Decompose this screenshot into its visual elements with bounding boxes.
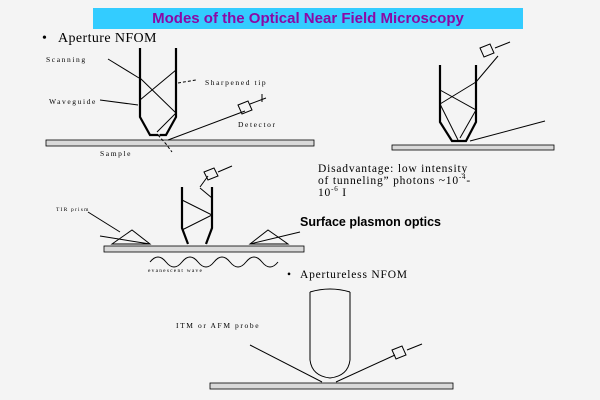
tir-prism-right (248, 229, 290, 245)
heading-apertureless-nfom: Apertureless NFOM (300, 269, 408, 281)
outgoing-ray-plasmon (249, 231, 301, 245)
detector-box-apertureless (391, 345, 407, 360)
incident-ray-apertureless (249, 344, 323, 383)
incident-ray-right (469, 120, 546, 142)
tir-prism-left (110, 229, 152, 245)
detector-box-right (479, 43, 495, 58)
scattered-ray-apertureless (335, 354, 396, 383)
sample-plate (45, 139, 315, 147)
prism-pointer (87, 211, 121, 233)
detector-arm-plasmon (217, 165, 233, 173)
outgoing-ray-right (475, 55, 499, 83)
disadvantage-line-3-suffix: I (338, 187, 347, 199)
probe-plasmon-left-wall (180, 187, 190, 245)
disadvantage-line-3-text: 10 (318, 187, 332, 199)
label-scanning: Scanning (46, 55, 87, 64)
label-sample: Sample (100, 149, 133, 158)
detector-arm-apertureless (406, 343, 423, 351)
plasmon-diagram (87, 165, 305, 268)
bullet-aperture: • (42, 31, 48, 46)
exponent-minus-4: -4 (458, 173, 467, 182)
label-afm-probe: ITM or AFM probe (176, 321, 261, 330)
waveguide-right-wall (160, 48, 178, 137)
heading-surface-plasmon: Surface plasmon optics (300, 215, 442, 229)
apertureless-diagram (209, 288, 454, 390)
probe-right-left-wall (438, 65, 460, 143)
incident-ray-plasmon (99, 235, 151, 245)
detector-arm (249, 97, 267, 105)
label-tir-prism: TIR prism (56, 207, 90, 213)
label-sharpened-tip: Sharpened tip (205, 78, 268, 87)
light-path (139, 77, 177, 133)
probe-plasmon-right-wall (204, 187, 214, 245)
sample-plate-right (391, 144, 555, 151)
reflected-ray (167, 110, 246, 141)
probe-right-right-wall (460, 65, 478, 143)
waveguide-left-wall (138, 48, 158, 137)
detector-box-plasmon (203, 167, 219, 181)
afm-probe-body (309, 292, 351, 379)
slide-title: Modes of the Optical Near Field Microsco… (152, 10, 464, 27)
sample-plate-apertureless (209, 382, 454, 390)
waveguide-pointer (99, 99, 139, 106)
top-right-diagram (391, 41, 555, 151)
disadvantage-line-2: of tunneling” photons ~10-4- (318, 173, 471, 187)
heading-aperture-nfom: Aperture NFOM (58, 31, 157, 46)
disadvantage-line-2-text: of tunneling” photons ~10 (318, 175, 459, 187)
tip-pointer (177, 79, 197, 84)
detector-arm-right (494, 41, 511, 49)
afm-probe-top (309, 288, 351, 293)
label-evanescent-wave: evanescent wave (148, 268, 204, 274)
disadvantage-note: Disadvantage: low intensity of tunneling… (318, 163, 471, 199)
near-field-dashed (157, 134, 173, 153)
sample-plate-plasmon (103, 245, 305, 253)
internal-ray-plasmon-2 (199, 187, 213, 199)
scanning-pointer (107, 58, 140, 79)
exponent-minus-6: -6 (331, 185, 339, 194)
disadvantage-line-1: Disadvantage: low intensity (318, 163, 468, 175)
title-bar: Modes of the Optical Near Field Microsco… (93, 8, 523, 29)
bullet-apertureless: • (287, 269, 292, 281)
label-waveguide: Waveguide (49, 97, 97, 106)
aperture-nfom-diagram (45, 48, 315, 153)
disadvantage-line-3: 10-6 I (318, 185, 471, 199)
disadvantage-line-2-suffix: - (466, 175, 471, 187)
internal-ray-plasmon (181, 199, 214, 231)
evanescent-wave-curve (149, 256, 279, 268)
light-path-2 (139, 69, 177, 101)
internal-ray-right-2 (439, 81, 477, 141)
label-detector: Detector (238, 120, 277, 129)
detector-box (237, 100, 253, 115)
